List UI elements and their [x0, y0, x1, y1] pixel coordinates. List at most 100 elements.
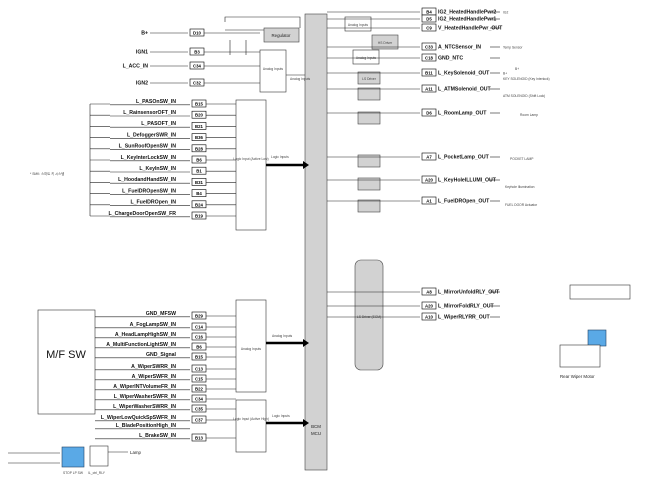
logic-input-active-low-label: Logic Input (Active Low) — [233, 157, 268, 161]
top-input-1-pin-box — [189, 47, 205, 56]
mf-input-3-pin-label: B6 — [196, 345, 202, 350]
top-input-0-pin-label: D10 — [193, 31, 201, 36]
output-label-5: L_KeySolenoid_OUT — [438, 71, 490, 77]
analog-inputs-mid-arrow-label: Analog Inputs — [272, 334, 293, 338]
output-label-1: IG2_HeatedHandlePwr1 — [438, 17, 496, 23]
ls-driver-label: LS Driver — [362, 77, 377, 81]
switch-input-label-6: L_KeyInSW_IN — [139, 166, 176, 172]
output-note-5: B+ — [503, 72, 507, 76]
mf-input-label-10: L_WiperLowQuickSpSWFR_IN — [101, 415, 176, 421]
switch-input-0-pin-label: B15 — [195, 102, 203, 107]
keyhole-note: Keyhole Illumination — [505, 185, 535, 189]
switch-input-7-pin-label: B31 — [195, 180, 203, 185]
output-8-pin-label: A7 — [426, 155, 432, 160]
switch-input-8-pin-label: B4 — [196, 191, 202, 196]
output-1-pin-box — [421, 14, 437, 23]
output-3-pin-box — [421, 42, 437, 51]
analog-inputs-top-box — [259, 49, 287, 93]
fuel-door-note: FUEL DOOR Actuator — [505, 203, 538, 207]
output-label-12: L_MirrorFoldRLY_OUT — [438, 304, 495, 310]
output-11-pin-label: A8 — [426, 290, 432, 295]
switch-input-label-1: L_RainsensorOFT_IN — [123, 110, 176, 116]
output-label-11: L_MirrorUnfoldRLY_OUT — [438, 290, 500, 296]
switch-input-label-9: L_FuelDROpen_IN — [130, 200, 176, 206]
switch-input-6-pin-box — [191, 166, 207, 175]
top-input-1-pin-label: B3 — [194, 50, 200, 55]
analog-inputs-mid-box — [235, 299, 267, 393]
top-input-2-pin-box — [189, 61, 205, 70]
regulator-block — [263, 27, 300, 43]
rear-wiper-motor-label: Rear Wiper Motor — [560, 374, 595, 379]
output-label-2: V_HeatedHandlePwr_OUT — [438, 26, 503, 32]
hs-driver-label: HS Driver — [378, 41, 393, 45]
top-input-3-pin-label: C32 — [193, 81, 201, 86]
switch-input-2-pin-label: B21 — [195, 124, 203, 129]
output-label-3: A_NTCSensor_IN — [438, 45, 481, 51]
output-10-pin-box — [421, 196, 437, 205]
mf-input-1-pin-box — [191, 322, 207, 331]
mf-input-7-pin-box — [191, 384, 207, 393]
logic-input-active-high-box — [235, 399, 267, 453]
mf-input-8-pin-label: C34 — [195, 397, 203, 402]
mf-switch-label: M/F SW — [46, 349, 86, 361]
mf-input-3-pin-box — [191, 342, 207, 351]
mf-input-label-7: A_WiperINTVolumeFR_IN — [113, 384, 176, 390]
ls-driver-ecm-block — [354, 259, 384, 371]
output-label-6: L_ATMSolenoid_OUT — [438, 87, 491, 93]
mf-input-label-4: GND_Signal — [146, 352, 177, 358]
switch-input-2-pin-box — [191, 122, 207, 130]
switch-input-3-pin-label: B36 — [195, 135, 203, 140]
output-13-pin-label: A10 — [425, 315, 433, 320]
output-4-pin-label: C18 — [425, 56, 433, 61]
mf-input-2-pin-box — [191, 332, 207, 341]
output-6-pin-label: A11 — [425, 87, 433, 92]
mcu-label-line1: BCM — [311, 424, 321, 429]
output-6-pin-box — [421, 84, 437, 93]
power-section: Regulator Analog Inputs Analog Inputs — [224, 16, 311, 93]
logic-input-active-high-label: Logic Input (Active High) — [233, 417, 269, 421]
mf-input-label-5: A_WiperSWRR_IN — [131, 364, 176, 370]
mf-input-7-pin-label: B22 — [195, 387, 203, 392]
switch-input-label-2: L_PASOFT_IN — [141, 121, 176, 127]
switch-input-4-pin-label: B28 — [195, 146, 203, 151]
top-input-3-pin-box — [189, 78, 205, 87]
brake-lamp-circuit: STOP LP SW IL_ctrl_RLY Lamp — [8, 445, 142, 475]
switch-input-1-pin-box — [191, 110, 207, 119]
switch-input-3-pin-box — [191, 133, 207, 141]
logic-inputs-top-arrow-label: Logic Inputs — [271, 155, 289, 159]
smk-note: * SMK: 스마트 키 시스템 — [30, 171, 64, 176]
mf-input-6-pin-label: C15 — [195, 377, 203, 382]
switch-input-5-pin-box — [191, 155, 207, 164]
top-input-label-2: L_ACC_IN — [123, 64, 149, 70]
regulator-label: Regulator — [271, 33, 291, 38]
output-11-pin-box — [421, 287, 437, 296]
mf-input-label-3: A_MultiFunctionLightSW_IN — [106, 342, 176, 348]
mf-input-4-pin-label: B15 — [195, 355, 203, 360]
mf-input-label-0: GND_MFSW — [146, 311, 176, 317]
mf-input-label-9: L_WiperWasherSWRR_IN — [113, 404, 176, 410]
mf-input-1-pin-label: C14 — [195, 325, 203, 330]
output-1-pin-label: D5 — [426, 17, 432, 22]
output-label-7: L_RoomLamp_OUT — [438, 111, 487, 117]
mf-input-0-pin-box — [191, 311, 207, 320]
output-label-13: L_WiperRLYRR_OUT — [438, 315, 490, 321]
output-label-10: L_FuelDROpen_OUT — [438, 199, 490, 205]
analog-inputs-top-label: Analog Inputs — [263, 67, 284, 71]
mf-input-10-pin-label: C37 — [195, 418, 203, 423]
output-note-3: Temp Sensor — [503, 46, 523, 50]
output-label-8: L_PocketLamp_OUT — [438, 155, 490, 161]
switch-input-9-pin-label: B24 — [195, 202, 203, 207]
mf-input-label-1: A_FogLampSW_IN — [130, 322, 177, 328]
top-input-label-3: IGN2 — [136, 81, 148, 87]
output-5-pin-label: B11 — [425, 71, 433, 76]
mf-input-9-pin-label: C35 — [195, 407, 203, 412]
mf-input-label-11: L_BladePositionHigh_IN — [116, 423, 176, 429]
mf-input-4-pin-box — [191, 352, 207, 361]
switch-input-1-pin-label: B20 — [195, 113, 203, 118]
switch-input-label-10: L_ChargeDoorOpenSW_FR — [109, 211, 177, 217]
analog-inputs-mid-label: Analog Inputs — [241, 347, 262, 351]
top-input-0-pin-box — [189, 28, 205, 37]
output-label-4: GND_NTC — [438, 56, 463, 62]
mcu-label-line2: MCU — [311, 431, 321, 436]
